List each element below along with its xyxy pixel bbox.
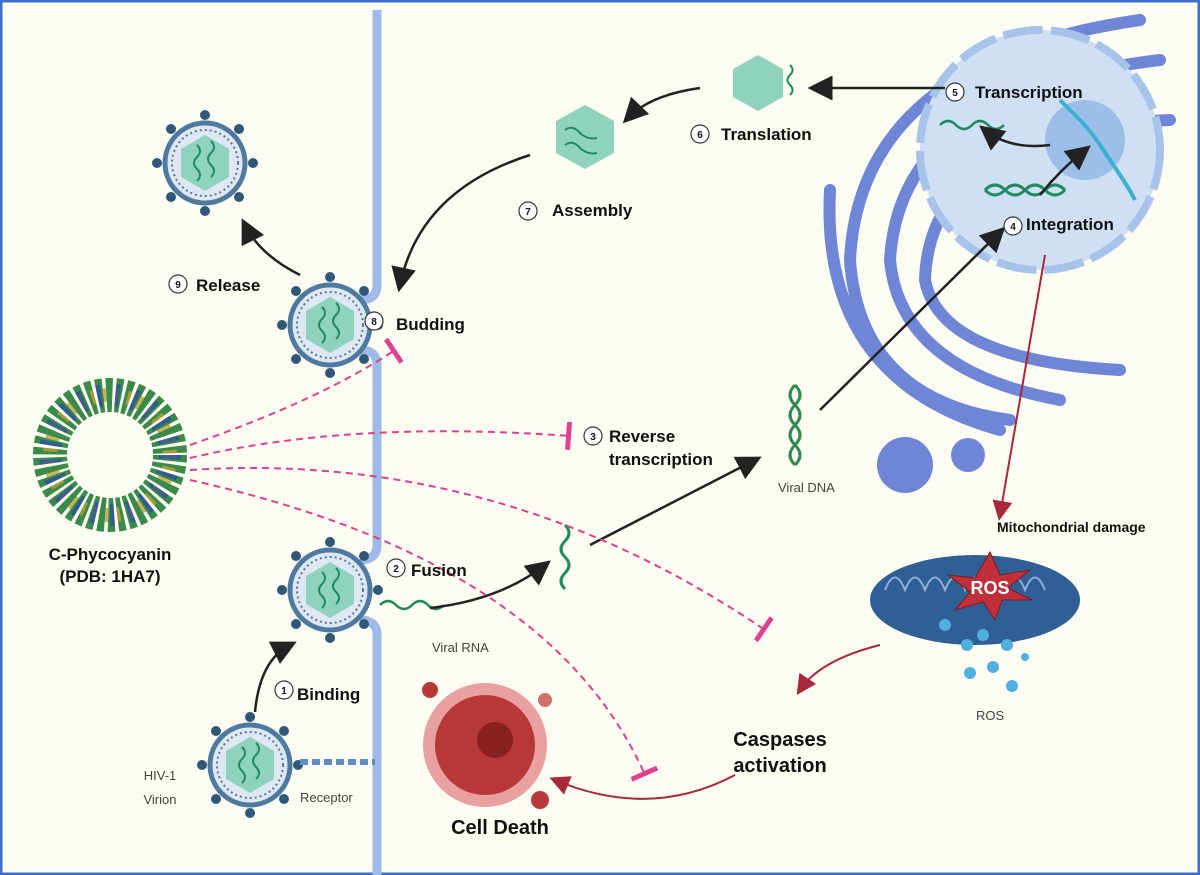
svg-text:4: 4 (1010, 222, 1016, 233)
compound-pdb: (PDB: 1HA7) (59, 567, 160, 586)
svg-text:Translation: Translation (721, 125, 812, 144)
ros-burst-label: ROS (970, 578, 1009, 598)
svg-text:3: 3 (590, 432, 596, 443)
ros-label: ROS (976, 708, 1005, 723)
cell-death-label: Cell Death (451, 817, 549, 839)
viral-rna-icon (559, 523, 571, 591)
step-5-transcription: 5 Transcription (945, 82, 1083, 102)
svg-text:Transcription: Transcription (975, 83, 1083, 102)
step-9-release: 9 Release (168, 274, 260, 295)
vesicle-icon (877, 437, 933, 493)
proviral-dna-icon (983, 183, 1067, 197)
svg-text:7: 7 (525, 207, 531, 218)
step-2-fusion: 2 Fusion (386, 558, 467, 580)
svg-text:8: 8 (371, 317, 377, 328)
svg-text:1: 1 (281, 686, 287, 697)
virion-label-2: Virion (143, 792, 176, 807)
svg-text:9: 9 (175, 280, 181, 291)
viral-dna-icon (788, 383, 802, 467)
lifecycle-arrows (241, 75, 1091, 713)
c-phycocyanin-icon (33, 378, 187, 532)
svg-text:6: 6 (697, 130, 703, 141)
viral-rna-label: Viral RNA (432, 640, 489, 655)
svg-text:2: 2 (393, 564, 399, 575)
step-4-integration: 4 Integration (1003, 215, 1114, 236)
nucleus-icon (916, 26, 1164, 274)
receptor-label: Receptor (300, 790, 353, 805)
svg-text:Release: Release (196, 276, 260, 295)
svg-text:Fusion: Fusion (411, 561, 467, 580)
mito-damage-label: Mitochondrial damage (997, 519, 1146, 535)
viral-dna-label: Viral DNA (778, 480, 835, 495)
virion-label-1: HIV-1 (144, 768, 177, 783)
dying-cell-icon (422, 682, 552, 809)
inhibition-lines (189, 337, 774, 782)
compound-name: C-Phycocyanin (49, 545, 172, 564)
ros-burst-icon (946, 550, 1033, 622)
apoptosis-arrows (549, 254, 1046, 800)
svg-text:Assembly: Assembly (552, 201, 633, 220)
step-7-assembly: 7 Assembly (518, 201, 633, 221)
vesicle-icon (951, 438, 985, 472)
host-dna-icon (1058, 98, 1137, 201)
step-1-binding: 1 Binding (274, 680, 360, 704)
capsid-icon (733, 55, 783, 111)
caspases-label-1: Caspases (733, 729, 826, 751)
caspases-label-2: activation (733, 755, 826, 777)
svg-text:Budding: Budding (396, 315, 465, 334)
mitochondrion-icon: ROS (870, 550, 1080, 645)
svg-text:5: 5 (952, 88, 958, 99)
released-virion (152, 110, 258, 216)
svg-text:transcription: transcription (609, 450, 713, 469)
step-6-translation: 6 Translation (690, 124, 812, 144)
svg-text:Reverse: Reverse (609, 427, 675, 446)
step-3-reverse-transcription: 3 Reverse transcription (583, 426, 713, 469)
ros-particles-icon (939, 619, 1029, 692)
svg-text:Binding: Binding (297, 685, 360, 704)
step-8-budding: 8 Budding (364, 311, 465, 334)
fusing-virion (277, 537, 383, 643)
svg-text:Integration: Integration (1026, 215, 1114, 234)
hiv-virion (197, 712, 303, 818)
